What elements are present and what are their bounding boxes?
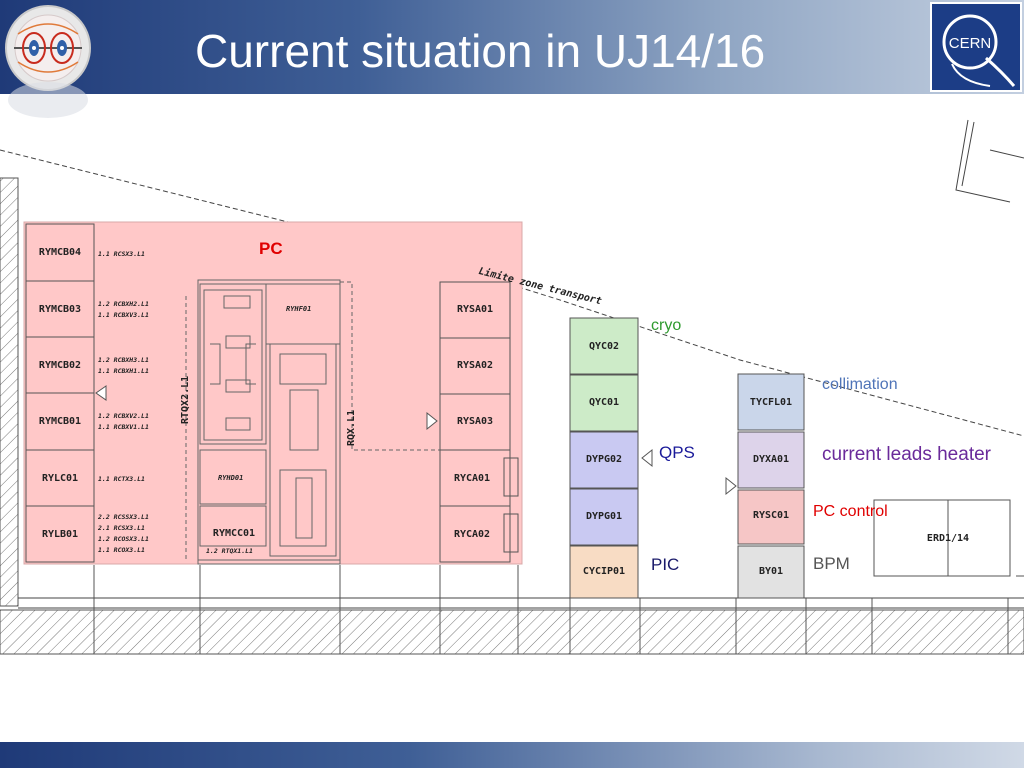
service-rack-column-2 (737, 373, 805, 599)
cabinet-ryhf01: RYHF01 (286, 305, 312, 313)
rack-rysa03: RYSA03 (456, 416, 494, 427)
rack-rymcb01: RYMCB01 (38, 416, 82, 427)
rack-rymcb04: RYMCB04 (38, 247, 82, 258)
zone-label-current-leads-heater: current leads heater (822, 444, 991, 465)
rack-dypg02: DYPG02 (585, 454, 623, 465)
rack-note: 1.1 RCSX3.L1 (98, 250, 145, 258)
svg-text:CERN: CERN (949, 35, 992, 52)
zone-label-qps: QPS (659, 443, 695, 462)
column-ticks (93, 565, 1009, 654)
zone-label-pc-control: PC control (813, 503, 888, 520)
rack-dypg01: DYPG01 (585, 511, 623, 522)
rack-note: 2.1 RCSX3.L1 (98, 524, 145, 532)
rack-rymcb03: RYMCB03 (38, 304, 82, 315)
rack-note: 1.1 RCTX3.L1 (98, 475, 145, 483)
rack-note: 1.2 RCBXH3.L1 (98, 356, 149, 364)
left-rack-column (25, 223, 95, 563)
label-rqx: RQX.L1 (346, 409, 357, 446)
right-rack-column (439, 281, 519, 563)
service-rack-column-1 (569, 317, 639, 599)
floor-slab (0, 609, 1024, 655)
erd-label: ERD1/14 (926, 533, 970, 544)
rack-note: 1.1 RCBXH1.L1 (98, 367, 149, 375)
erd-box (873, 499, 1011, 577)
header-bar (0, 0, 1024, 94)
cabinet-rymcc01: RYMCC01 (212, 528, 256, 539)
rack-rylb01: RYLB01 (41, 529, 79, 540)
rack-rymcb02: RYMCB02 (38, 360, 82, 371)
rack-note: 1.2 RCBXV2.L1 (98, 412, 149, 420)
rack-rysa01: RYSA01 (456, 304, 494, 315)
lhc-logo-icon (5, 5, 91, 118)
rack-note: 1.1 RCBXV1.L1 (98, 423, 149, 431)
rack-rysa02: RYSA02 (456, 360, 494, 371)
footer-bar (0, 742, 1024, 768)
rack-dyxa01: DYXA01 (752, 454, 790, 465)
zone-label-collimation: collimation (822, 376, 898, 393)
cern-logo-icon: CERN (930, 2, 1022, 92)
rack-ryca02: RYCA02 (453, 529, 491, 540)
cabinet-ryhd01: RYHD01 (218, 474, 244, 482)
rack-note: 1.2 RCBXH2.L1 (98, 300, 149, 308)
rack-by01: BY01 (758, 566, 784, 577)
rack-qyc01: QYC01 (588, 397, 620, 408)
left-wall (0, 177, 19, 607)
rack-cycip01: CYCIP01 (582, 566, 626, 577)
rack-qyc02: QYC02 (588, 341, 620, 352)
zone-label-bpm: BPM (813, 554, 850, 573)
rack-rysc01: RYSC01 (752, 510, 790, 521)
page-title: Current situation in UJ14/16 (195, 25, 766, 77)
rack-tycfl01: TYCFL01 (749, 397, 793, 408)
zone-label-cryo: cryo (651, 317, 682, 334)
transport-limit-line (0, 149, 1024, 437)
rack-note: 1.1 RCBXV3.L1 (98, 311, 149, 319)
rack-note: 1.2 RCOSX3.L1 (98, 535, 149, 543)
floor-plan (0, 119, 1024, 655)
rack-note: 1.1 RCOX3.L1 (98, 546, 145, 554)
rack-rylc01: RYLC01 (41, 473, 79, 484)
rack-ryca01: RYCA01 (453, 473, 491, 484)
rack-note: 2.2 RCSSX3.L1 (98, 513, 149, 521)
zone-label-pc: PC (259, 239, 283, 258)
label-rtqx2: RTQX2.L1 (180, 375, 191, 424)
zone-label-pic: PIC (651, 555, 680, 574)
cabinet-rymcc01-note: 1.2 RTQX1.L1 (206, 547, 253, 555)
central-cabinets (185, 279, 341, 565)
